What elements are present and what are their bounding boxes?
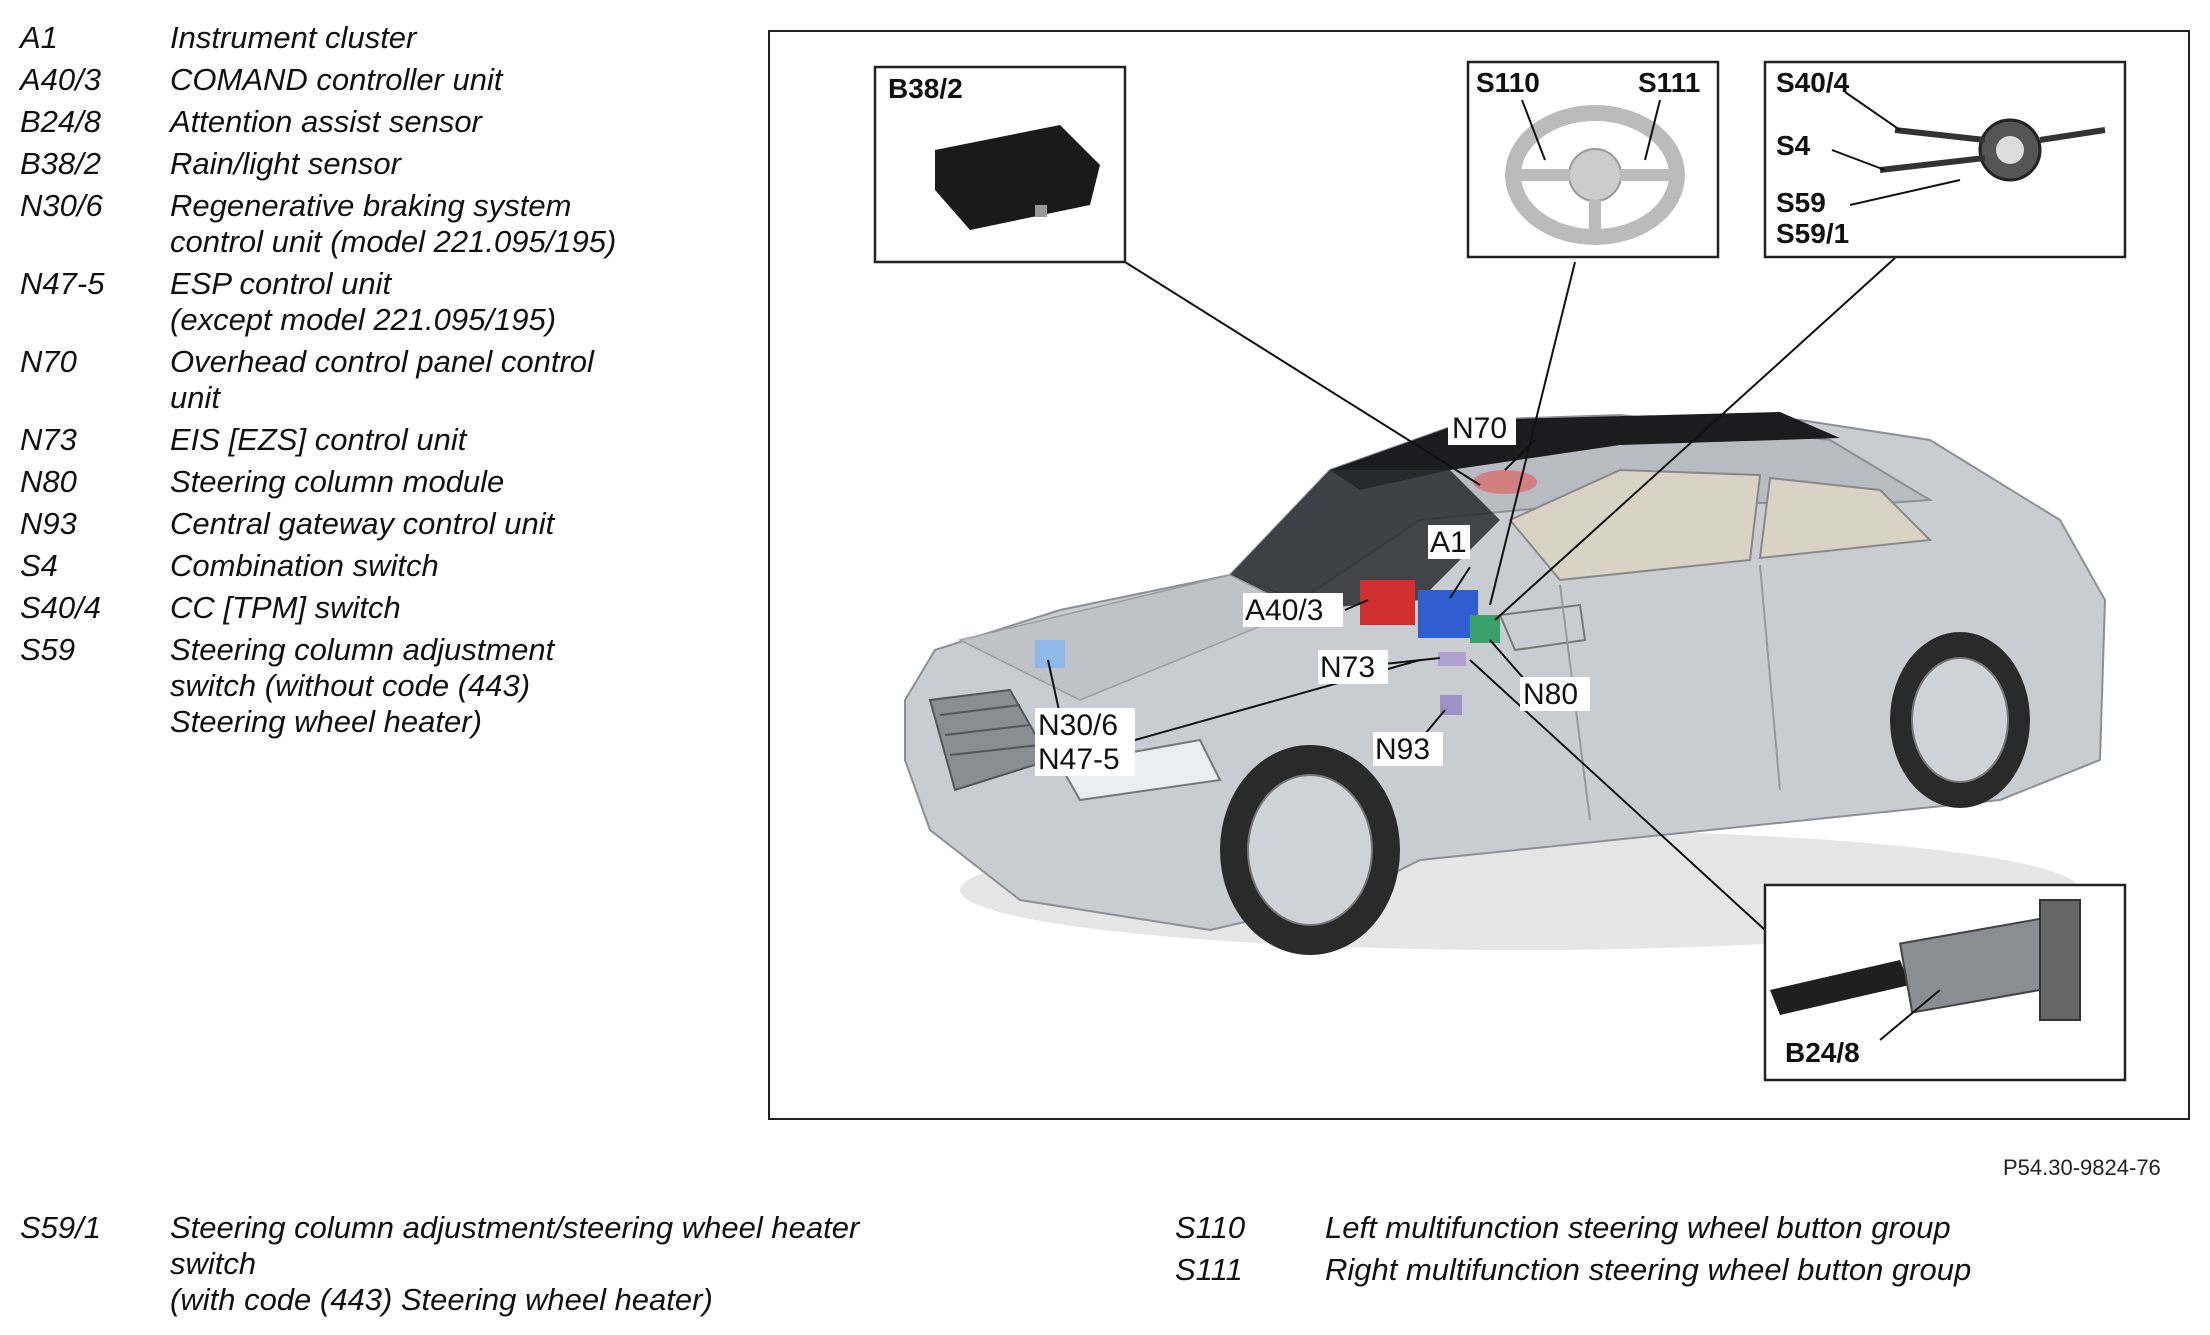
inset-label-s59: S59 — [1776, 187, 1826, 218]
callout-n47-5: N47-5 — [1038, 743, 1120, 776]
esp-unit-shape — [1035, 640, 1065, 668]
inset-label-s40-4: S40/4 — [1776, 67, 1850, 98]
inset-label-s111: S111 — [1638, 67, 1700, 98]
callout-n70: N70 — [1452, 412, 1507, 445]
callout-n73: N73 — [1320, 651, 1375, 684]
inset-label-s59-1: S59/1 — [1776, 218, 1849, 249]
eis-unit-shape — [1438, 652, 1466, 666]
callout-n93: N93 — [1375, 733, 1430, 766]
inset-b24-8: B24/8 — [1765, 885, 2125, 1080]
inset-b38-2: B38/2 — [875, 67, 1125, 262]
comand-unit-shape — [1360, 580, 1415, 625]
overhead-panel-shape — [1473, 470, 1537, 494]
callout-a1: A1 — [1430, 526, 1467, 559]
inset-label-b38-2: B38/2 — [888, 73, 963, 104]
inset-label-s4: S4 — [1776, 130, 1811, 161]
inset-label-b24-8: B24/8 — [1785, 1037, 1860, 1068]
inset-steering-wheel: S110 S111 — [1468, 62, 1718, 257]
car-illustration — [905, 412, 2105, 955]
inset-switches: S40/4 S4 S59 S59/1 — [1765, 62, 2125, 257]
inset-label-s110: S110 — [1476, 67, 1540, 98]
callout-a40-3: A40/3 — [1245, 594, 1323, 627]
callout-n30-6: N30/6 — [1038, 709, 1118, 742]
callout-n80: N80 — [1523, 678, 1578, 711]
figure-id: P54.30-9824-76 — [2003, 1155, 2161, 1181]
instrument-cluster-shape — [1418, 590, 1478, 638]
